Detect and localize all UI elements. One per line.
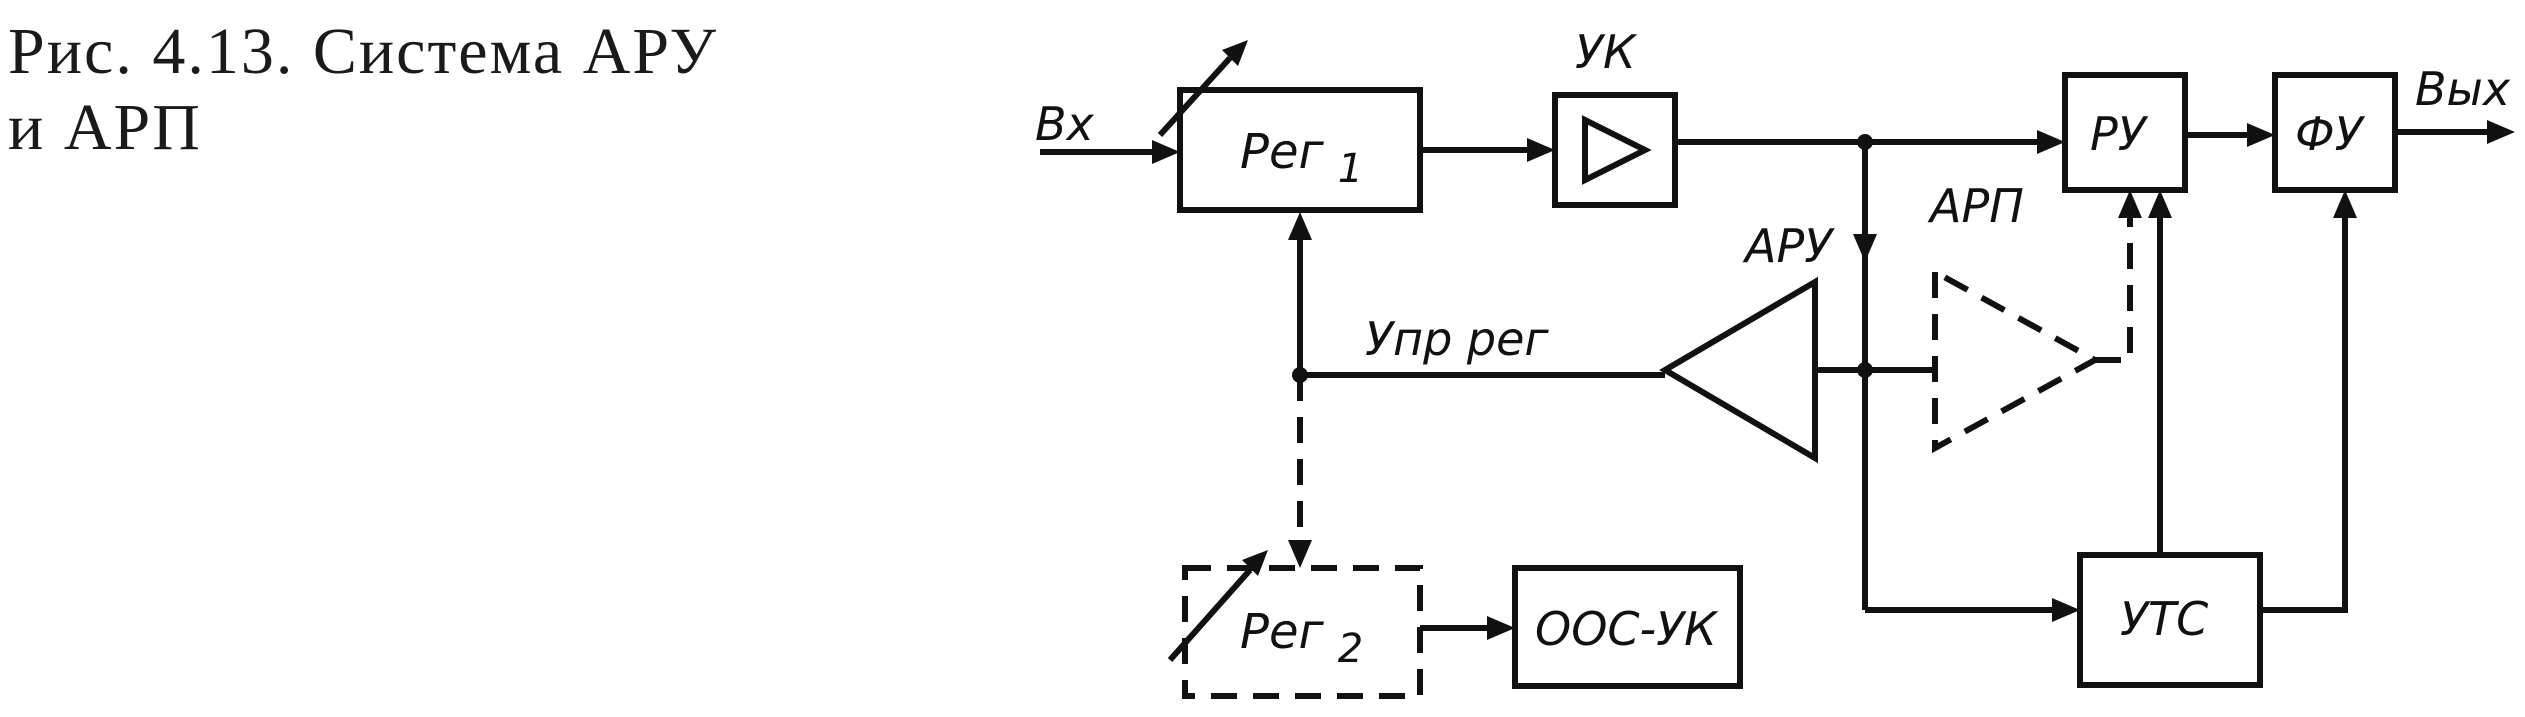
control-line: Упр рег [1288, 212, 1665, 568]
caption-line-1: Рис. 4.13. Система АРУ [8, 15, 719, 88]
ru-label: РУ [2090, 107, 2149, 161]
uts-to-fu-connector [2260, 190, 2357, 613]
signal-bus [1853, 142, 2080, 622]
output-signal: Вых [2395, 62, 2515, 144]
oos-uk-label: ООС-УК [1535, 602, 1719, 656]
reg2-adjust-arrow-icon [1167, 550, 1268, 662]
uk-block: УК [1552, 25, 1678, 208]
output-label: Вых [2415, 62, 2511, 116]
uts-to-ru-connector [2148, 190, 2172, 555]
reg1-to-uk-connector [1420, 138, 1555, 162]
ru-to-fu-connector [2185, 123, 2275, 147]
reg1-adjust-arrow-icon [1157, 40, 1248, 138]
uts-label: УТС [2120, 592, 2208, 646]
oos-uk-block: ООС-УК [1512, 565, 1743, 689]
figure-caption: Рис. 4.13. Система АРУ и АРП [8, 14, 908, 166]
arp-amplifier: АРП [1865, 179, 2142, 454]
ru-block: РУ [2062, 72, 2188, 193]
control-label: Упр рег [1365, 312, 1549, 366]
uk-label: УК [1575, 25, 1638, 79]
fu-block: ФУ [2272, 72, 2398, 193]
aru-label: АРУ [1742, 219, 1835, 273]
fu-label: ФУ [2295, 107, 2366, 161]
arp-label: АРП [1927, 179, 2024, 233]
caption-line-2: и АРП [8, 91, 202, 164]
uts-block: УТС [2077, 552, 2263, 688]
input-signal: Вх [1035, 97, 1180, 164]
reg2-to-oos-connector [1420, 616, 1515, 640]
input-label: Вх [1035, 97, 1095, 151]
amplifier-triangle-icon [1582, 115, 1652, 185]
aru-amplifier: АРУ [1659, 219, 1865, 464]
uk-to-ru-connector [1675, 130, 2065, 154]
